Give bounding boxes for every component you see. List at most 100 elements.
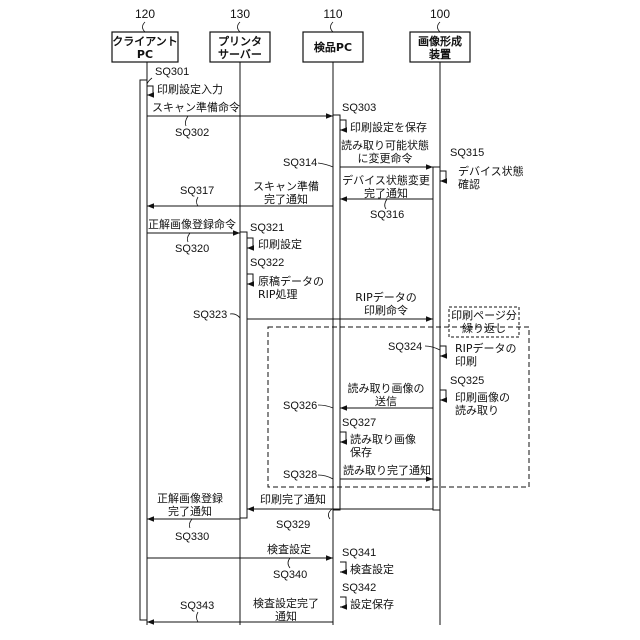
step-label: スキャン準備: [253, 179, 319, 193]
step-ref: SQ303: [342, 102, 376, 114]
ref-leader: [385, 199, 387, 209]
step-label: 完了通知: [364, 186, 408, 200]
self-arrow: [440, 171, 446, 181]
self-arrow: [440, 390, 446, 400]
step-ref: SQ327: [342, 417, 376, 429]
ref-leader: [318, 163, 333, 167]
step-ref: SQ301: [155, 66, 189, 78]
step-label: 印刷: [455, 355, 477, 368]
step-label: スキャン準備命令: [152, 100, 240, 114]
self-arrow: [340, 597, 346, 607]
step-label: 確認: [458, 177, 480, 191]
ref-leader: [187, 233, 190, 242]
step-label: 送信: [375, 394, 397, 408]
step-ref: SQ324: [388, 341, 422, 353]
step-label: に変更命令: [358, 151, 413, 165]
step-ref: SQ323: [193, 309, 227, 321]
step-ref: SQ342: [342, 582, 376, 594]
step-label: 印刷設定: [258, 237, 302, 251]
step-ref: SQ325: [450, 375, 484, 387]
self-arrow: [340, 562, 346, 572]
participant-label: サーバー: [218, 48, 262, 61]
step-label: 印刷設定入力: [157, 82, 223, 96]
step-ref: SQ321: [250, 222, 284, 234]
participant-label: プリンタ: [218, 34, 262, 48]
ref-leader: [189, 519, 192, 528]
self-arrow: [340, 120, 346, 130]
step-label: 読み取り可能状態: [341, 138, 429, 152]
participant-label: 画像形成: [418, 34, 462, 48]
step-label: 印刷画像の: [455, 391, 510, 404]
step-label: 読み取り画像の: [348, 381, 425, 395]
number-leader: [143, 22, 146, 32]
activation-printserver: [240, 232, 247, 518]
step-label: 読み取り完了通知: [343, 463, 431, 477]
step-ref: SQ320: [175, 243, 209, 255]
activation-inspection: [333, 115, 340, 510]
loop-note-label: 繰り返し: [462, 321, 506, 335]
ref-leader: [197, 197, 199, 206]
ref-leader: [230, 314, 240, 318]
step-label: RIP処理: [258, 288, 298, 301]
step-ref: SQ328: [283, 469, 317, 481]
participant-number: 130: [230, 7, 250, 21]
step-label: 正解画像登録: [157, 491, 223, 505]
step-ref: SQ341: [342, 547, 376, 559]
step-label: RIPデータの: [355, 290, 417, 304]
step-ref: SQ315: [450, 147, 484, 159]
step-label: 印刷設定を保存: [350, 120, 427, 134]
ref-leader: [318, 405, 333, 408]
step-ref: SQ302: [175, 127, 209, 139]
step-ref: SQ340: [273, 569, 307, 581]
self-arrow: [340, 432, 346, 442]
activation-imageformer: [433, 167, 440, 510]
number-leader: [331, 22, 334, 32]
step-ref: SQ316: [370, 209, 404, 221]
self-arrow: [147, 86, 153, 95]
step-label: 印刷命令: [364, 303, 408, 317]
participant-number: 120: [135, 7, 155, 21]
loop-note-label: 印刷ページ分: [451, 309, 517, 322]
step-ref: SQ330: [175, 531, 209, 543]
participant-number: 100: [430, 7, 450, 21]
participant-label: 検品PC: [314, 40, 352, 54]
number-leader: [438, 22, 441, 32]
step-ref: SQ322: [250, 257, 284, 269]
step-ref: SQ314: [283, 157, 317, 169]
step-label: 読み取り: [455, 403, 499, 417]
step-label: RIPデータの: [455, 341, 517, 355]
step-ref: SQ326: [283, 400, 317, 412]
ref-leader: [328, 509, 332, 519]
number-leader: [238, 22, 241, 32]
ref-leader: [318, 475, 333, 479]
ref-leader: [288, 558, 290, 568]
participant-label: PC: [137, 48, 153, 61]
step-label: 設定保存: [350, 597, 394, 611]
step-label: 検査設定: [267, 542, 311, 556]
step-label: 完了通知: [168, 504, 212, 518]
activation-client: [140, 80, 147, 620]
self-arrow: [247, 238, 253, 248]
participant-number: 110: [323, 7, 342, 21]
step-ref: SQ317: [180, 185, 214, 197]
step-label: 検査設定: [350, 562, 394, 576]
step-label: 完了通知: [264, 192, 308, 206]
step-label: 保存: [350, 445, 372, 459]
participant-label: クライアント: [112, 35, 178, 48]
self-arrow: [440, 346, 446, 356]
step-label: 通知: [275, 609, 297, 623]
step-label: デバイス状態変更: [342, 173, 430, 187]
step-label: 読み取り画像: [350, 432, 416, 446]
step-ref: SQ343: [180, 600, 214, 612]
participant-label: 装置: [428, 47, 451, 61]
step-label: 正解画像登録命令: [148, 217, 236, 231]
self-arrow: [247, 274, 253, 284]
ref-leader: [197, 612, 199, 622]
step-label: デバイス状態: [458, 164, 524, 178]
step-label: 印刷完了通知: [260, 492, 326, 506]
step-label: 原稿データの: [258, 274, 324, 288]
ref-leader: [185, 116, 188, 126]
step-label: 検査設定完了: [253, 596, 319, 610]
step-ref: SQ329: [276, 519, 310, 531]
